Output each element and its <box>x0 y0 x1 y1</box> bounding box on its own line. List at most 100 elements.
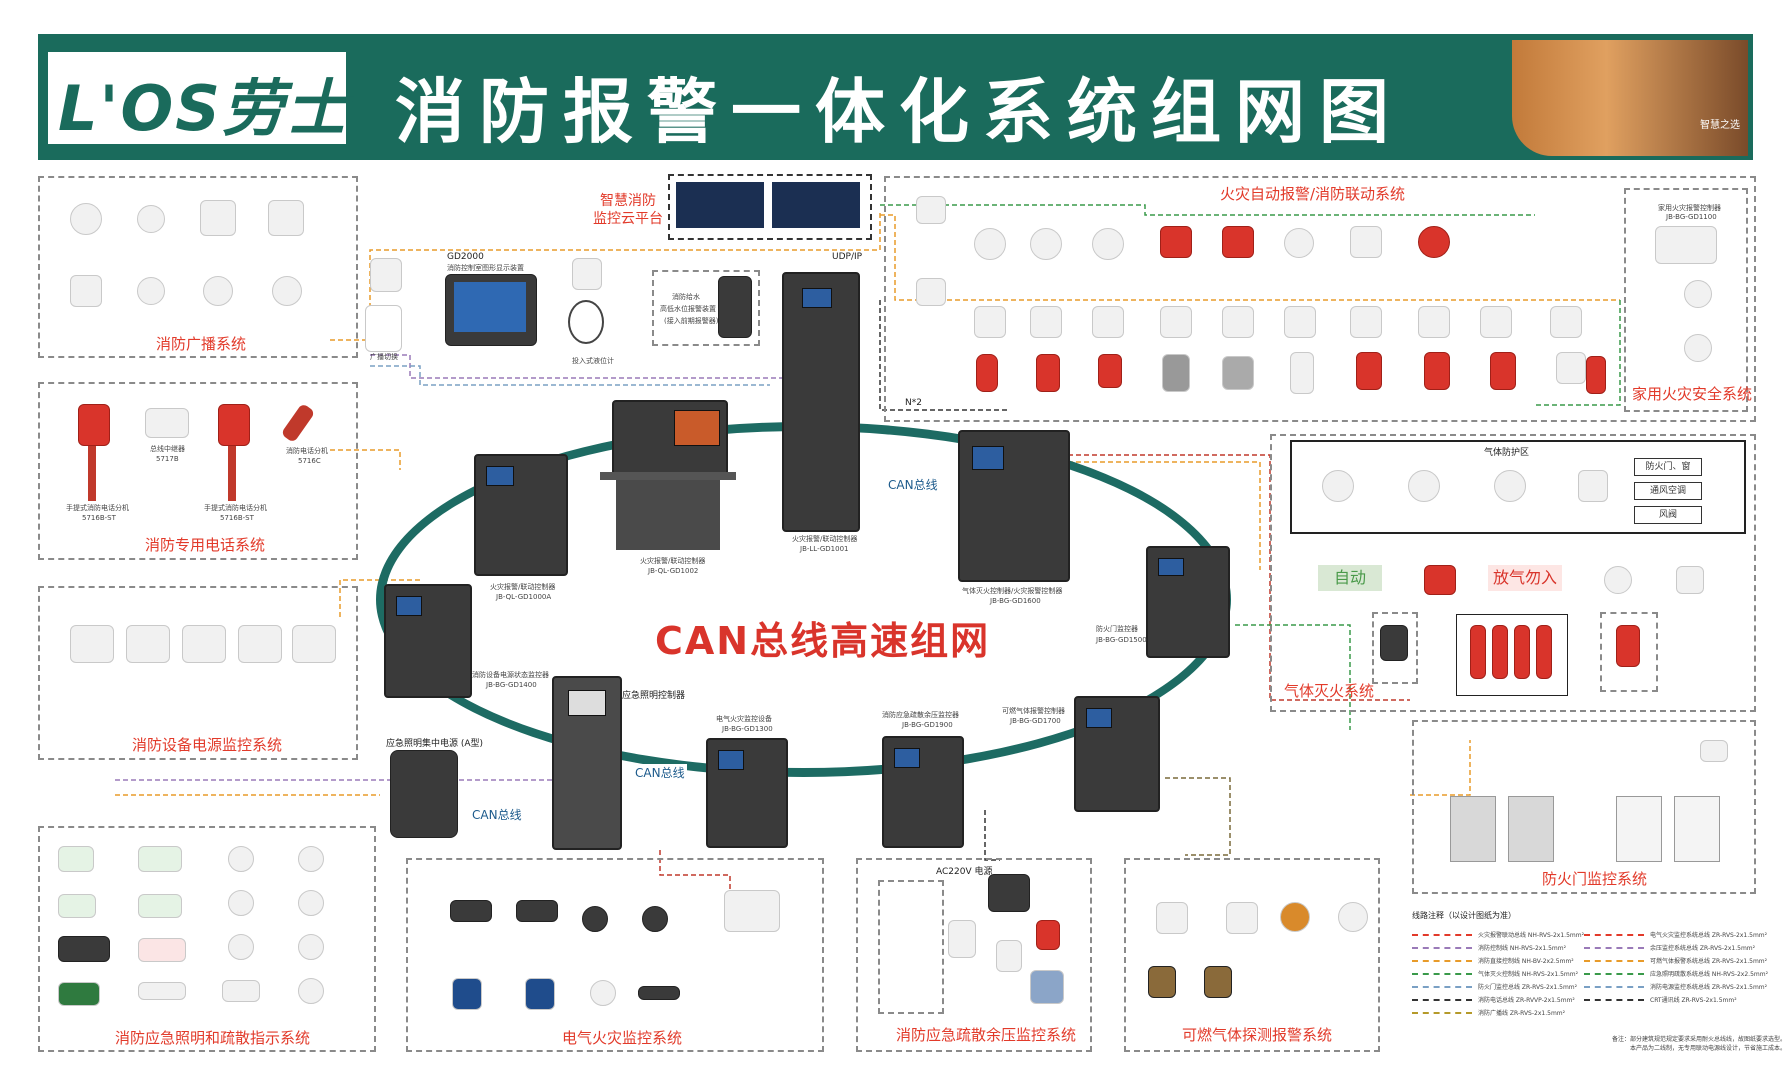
input-module-icon <box>1284 306 1316 338</box>
combust-ctrl-model: JB-BG-GD1700 <box>1010 717 1061 725</box>
broadcast-module-icon <box>370 258 402 292</box>
electric-section <box>406 858 824 1052</box>
logo-text: L'OS劳士 <box>58 58 350 148</box>
legend-text: 火灾报警联动总线 NH-RVS-2x1.5mm² <box>1478 932 1584 939</box>
door-ctrl-model: JB-BG-GD1500 <box>1096 636 1147 644</box>
water-name: 消防给水 <box>672 293 700 301</box>
legend-line <box>1412 973 1472 975</box>
current-sensor-icon <box>516 900 558 922</box>
water-sub: 高低水位报警装置 <box>660 305 716 313</box>
gas-action-1: 通风空调 <box>1634 482 1702 500</box>
pressure-switch-icon <box>1616 625 1640 667</box>
module-icon <box>1578 470 1608 502</box>
flow-indicator-icon <box>1098 354 1122 388</box>
damper-icon <box>1030 970 1064 1004</box>
legend-title: 线路注释（以设计图纸为准） <box>1412 911 1516 920</box>
legend-text: 消防控制线 NH-RVS-2x1.5mm² <box>1478 945 1566 952</box>
home-section-title: 家用火灾安全系统 <box>1632 385 1753 403</box>
repeater-icon <box>145 408 189 438</box>
cloud-screen-2 <box>772 182 860 228</box>
controller-gd1001 <box>782 272 860 532</box>
firedoor-section <box>1412 720 1756 894</box>
exit-sign-icon <box>58 846 94 872</box>
emergency-light-icon <box>228 890 254 916</box>
sensor-coil-icon <box>590 980 616 1006</box>
input-module-icon <box>1222 306 1254 338</box>
smoke-detector-icon <box>974 228 1006 260</box>
heat-detector-icon <box>1092 228 1124 260</box>
emergency-lighting-controller <box>552 676 622 850</box>
broadcast-section-title: 消防广播系统 <box>156 335 247 353</box>
power-sensor-icon <box>70 625 114 663</box>
cloud-title-1: 智慧消防 <box>600 193 656 209</box>
legend-text: 可燃气体报警系统总线 ZR-RVS-2x1.5mm² <box>1650 958 1768 965</box>
residual-current-icon <box>642 906 668 932</box>
power-sensor-icon <box>292 625 336 663</box>
alarm-valve-icon <box>1586 356 1606 394</box>
power-section-title: 消防设备电源监控系统 <box>132 736 283 754</box>
input-module-icon <box>1030 306 1062 338</box>
can-bus-title: CAN总线高速组网 <box>655 619 991 663</box>
speaker-icon <box>200 200 236 236</box>
elec-ctrl-name: 电气火灾监控设备 <box>716 715 772 723</box>
emergency-light-icon <box>138 982 186 1000</box>
monitor-screen <box>454 282 526 332</box>
solenoid-valve-icon <box>1380 625 1408 661</box>
power-ctrl-name: 消防设备电源状态监控器 <box>472 671 549 679</box>
ctrl-a-model: JB-QL-GD1000A <box>496 593 552 601</box>
legend-line <box>1584 934 1644 936</box>
smoke-detector-icon <box>1030 228 1062 260</box>
fire-door-icon <box>1450 796 1496 862</box>
broadcast-switch-label: 广播切换 <box>370 353 398 361</box>
controller-gd1000a <box>474 454 568 576</box>
pressure-section <box>856 858 1092 1052</box>
combust-section-title: 可燃气体探测报警系统 <box>1182 1026 1333 1044</box>
pressure-module-icon <box>988 874 1030 912</box>
pump-icon <box>1424 352 1450 390</box>
pressure-switch-box <box>1600 612 1658 692</box>
can-bus-label: CAN总线 <box>633 764 687 781</box>
controller-gd1500 <box>1146 546 1230 658</box>
phone-item-1-model: 5717B <box>156 455 179 463</box>
gas-section <box>1270 434 1756 712</box>
exit-sign-icon <box>58 894 96 918</box>
pump-icon <box>1490 352 1516 390</box>
power-section <box>38 586 358 760</box>
power-sensor-icon <box>182 625 226 663</box>
fire-door-icon <box>1674 796 1720 862</box>
legend-text: 消防电源监控系统总线 ZR-RVS-2x1.5mm² <box>1650 984 1768 991</box>
legend-text: 消防电话总线 ZR-RVVP-2x1.5mm² <box>1478 997 1575 1004</box>
water-level-panel <box>718 276 752 338</box>
gas-detector-icon <box>1338 902 1368 932</box>
gas-ctrl-model: JB-BG-GD1600 <box>990 597 1041 605</box>
legend-line <box>1412 947 1472 949</box>
gd2000-name: 消防控制室图形显示装置 <box>447 264 524 272</box>
fire-extinguisher-icon <box>976 354 998 392</box>
gas-valve-icon <box>1204 966 1232 998</box>
ctrl-c-name: 火灾报警/联动控制器 <box>792 535 858 543</box>
legend-line <box>1412 1012 1472 1014</box>
legend-text: 气体灭火控制线 NH-RVS-2x1.5mm² <box>1478 971 1578 978</box>
door-module-icon <box>1700 740 1728 762</box>
legend-line <box>1412 986 1472 988</box>
heat-detector-icon <box>1408 470 1440 502</box>
legend-line <box>1584 999 1644 1001</box>
phone-item-0-name: 手提式消防电话分机 <box>66 504 129 512</box>
actuator-icon <box>1036 920 1060 950</box>
module-icon <box>1350 226 1382 258</box>
input-module-icon <box>1418 306 1450 338</box>
logo-latin: L'OS <box>58 72 222 145</box>
speaker-icon <box>137 277 165 305</box>
gas-detector-icon <box>1226 902 1258 934</box>
fire-door-icon <box>1508 796 1554 862</box>
gas-cylinder-icon <box>1514 625 1530 679</box>
no-enter-sign: 放气勿入 <box>1488 565 1562 591</box>
module-icon <box>1676 566 1704 594</box>
water-module-icon <box>572 258 602 290</box>
emergency-light-icon <box>298 846 324 872</box>
gas-protection-zone <box>1290 440 1746 534</box>
phone-item-1-name: 总线中继器 <box>150 445 185 453</box>
legend-line <box>1412 960 1472 962</box>
gas-valve-icon <box>1148 966 1176 998</box>
handset-icon <box>228 446 236 501</box>
